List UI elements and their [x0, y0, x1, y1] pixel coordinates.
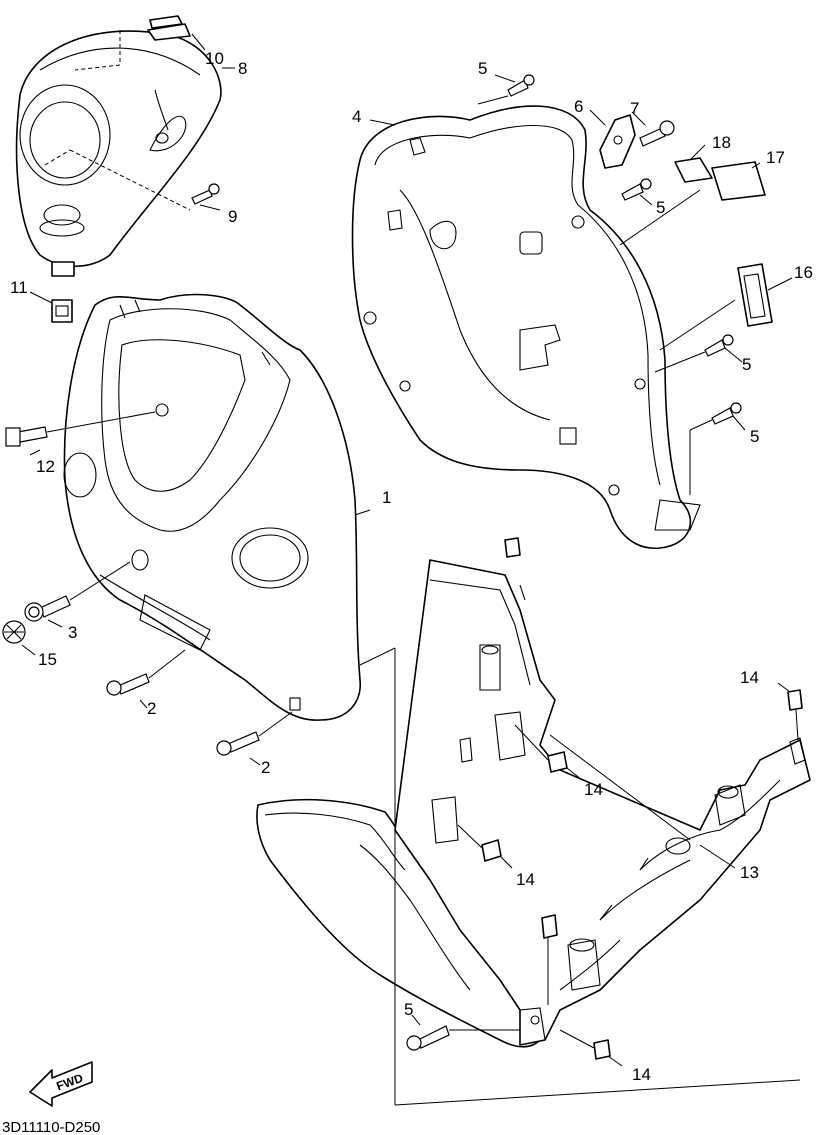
callout-14-mid: 14	[584, 780, 603, 799]
callout-14-lower: 14	[516, 870, 535, 889]
part-12-bolt	[5, 411, 156, 456]
part-9-screw	[191, 183, 220, 205]
callout-3: 3	[68, 623, 77, 642]
callout-4: 4	[352, 107, 361, 126]
callout-5-bottom: 5	[404, 1000, 413, 1019]
part-14-clip-bottom	[541, 914, 623, 1067]
callout-5-right-3: 5	[750, 427, 759, 446]
callout-5-right-1: 5	[656, 198, 665, 217]
part-14-clip-lower	[457, 824, 513, 869]
part-2-screw-2	[216, 711, 293, 766]
part-13-lower-cover	[256, 559, 811, 1048]
callout-15: 15	[38, 650, 57, 669]
callout-5-right-2: 5	[742, 355, 751, 374]
callout-14-right: 14	[740, 668, 759, 687]
callout-16: 16	[794, 263, 813, 282]
callout-13: 13	[740, 863, 759, 882]
callout-1: 1	[382, 488, 391, 507]
callout-8: 8	[238, 59, 247, 78]
part-15-grommet	[2, 620, 36, 656]
callout-12: 12	[36, 457, 55, 476]
part-6-bracket	[599, 114, 636, 169]
callout-11: 11	[10, 278, 28, 297]
part-5-screw-right-1	[621, 178, 652, 201]
part-14-clip-right	[777, 682, 803, 741]
part-10-clip	[147, 15, 191, 41]
part-5-screw-right-2	[704, 334, 734, 357]
part-14-clip-mid	[514, 724, 583, 781]
callout-17: 17	[766, 148, 785, 167]
part-16-gasket	[737, 263, 773, 327]
part-5-screw-top	[507, 74, 535, 97]
callout-9: 9	[228, 207, 237, 226]
fwd-arrow-icon: FWD	[29, 1061, 93, 1107]
part-11-nut	[29, 291, 73, 323]
part-1-front-cover	[63, 293, 361, 721]
part-17-pad	[711, 161, 766, 201]
callout-6: 6	[574, 97, 583, 116]
part-2-screw-1	[106, 649, 186, 709]
callout-5-top: 5	[478, 59, 487, 78]
callout-14-bottom: 14	[632, 1065, 651, 1084]
part-14-clip-top	[504, 537, 521, 558]
callout-10: 10	[205, 49, 224, 68]
callout-2-b: 2	[261, 758, 270, 777]
callout-18: 18	[712, 133, 731, 152]
part-7-bolt	[639, 120, 675, 147]
part-3-bolt	[24, 561, 131, 628]
callout-2-a: 2	[147, 699, 156, 718]
part-5-screw-bottom	[406, 1014, 520, 1051]
part-8-headlight-housing	[15, 30, 222, 277]
diagram-reference-code: 3D11110-D250	[2, 1119, 100, 1135]
part-4-inner-leg-shield	[351, 105, 701, 550]
callout-7: 7	[630, 99, 639, 118]
part-18-pad	[674, 157, 713, 183]
